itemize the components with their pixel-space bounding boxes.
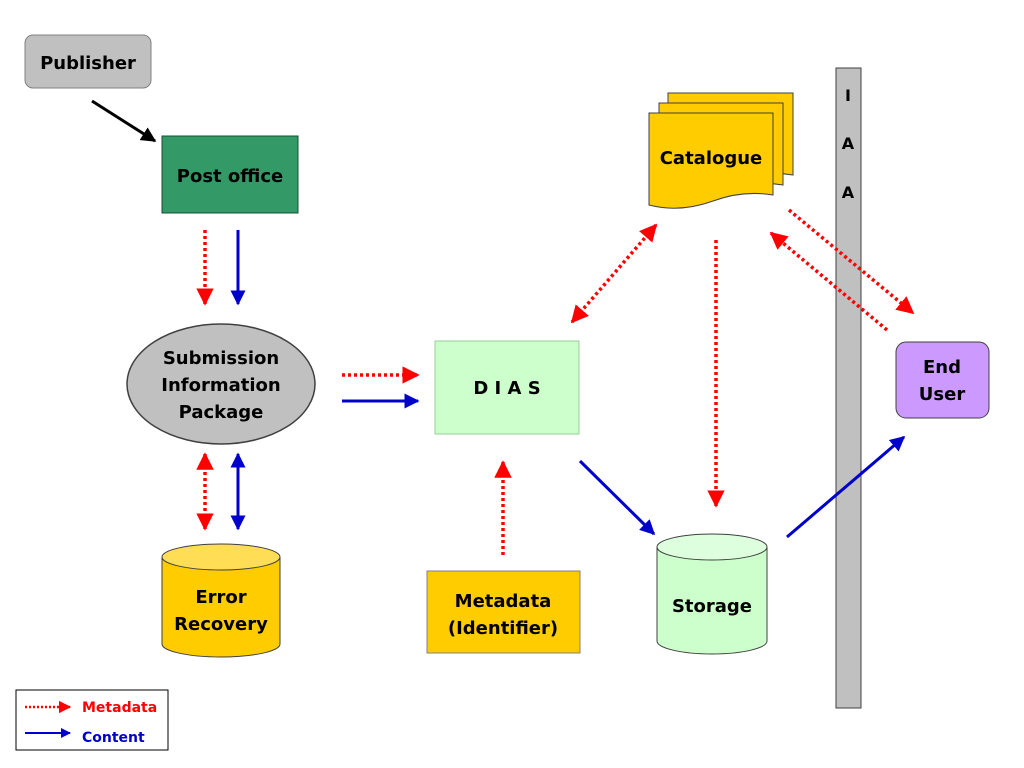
error-recovery-node: Error Recovery (161, 543, 281, 658)
iaa-letter-1: I (845, 86, 851, 105)
arrow-metadata-catalogue-to-end-user (787, 208, 915, 315)
sip-label-line-3: Package (179, 402, 264, 423)
error-recovery-label-line-1: Error (195, 587, 246, 608)
storage-label: Storage (672, 596, 752, 617)
legend-metadata-label: Metadata (82, 700, 157, 716)
legend: Metadata Content (15, 689, 169, 751)
metadata-identifier-label-line-2: (Identifier) (448, 618, 558, 639)
iaa-letter-3: A (842, 183, 855, 202)
storage-node: Storage (656, 533, 768, 655)
post-office-node: Post office (161, 135, 299, 214)
sip-label-line-2: Information (161, 375, 280, 396)
sip-node: Submission Information Package (126, 323, 316, 445)
metadata-identifier-node: Metadata (Identifier) (426, 570, 581, 654)
end-user-node: End User (895, 341, 990, 419)
arrow-publisher-to-post-office (91, 99, 157, 143)
arrow-metadata-end-user-to-catalogue (769, 231, 889, 332)
iaa-letter-2: A (842, 134, 855, 153)
error-recovery-label-line-2: Recovery (174, 614, 268, 635)
end-user-label-line-2: User (919, 384, 966, 405)
post-office-label: Post office (177, 166, 283, 187)
catalogue-label: Catalogue (660, 148, 763, 169)
arrow-content-dias-to-storage (578, 459, 656, 536)
iaa-bar: I A A (835, 67, 862, 709)
arrow-metadata-dias-catalogue (570, 223, 658, 324)
metadata-identifier-label-line-1: Metadata (455, 591, 552, 612)
catalogue-node: Catalogue (648, 92, 794, 209)
sip-label-line-1: Submission (163, 348, 279, 369)
legend-content-label: Content (82, 730, 145, 746)
arrow-content-storage-to-end-user (786, 435, 906, 539)
publisher-label: Publisher (40, 53, 136, 74)
end-user-label-line-1: End (923, 357, 961, 378)
dias-node: D I A S (434, 340, 580, 435)
dias-label: D I A S (473, 378, 540, 399)
publisher-node: Publisher (24, 34, 152, 89)
